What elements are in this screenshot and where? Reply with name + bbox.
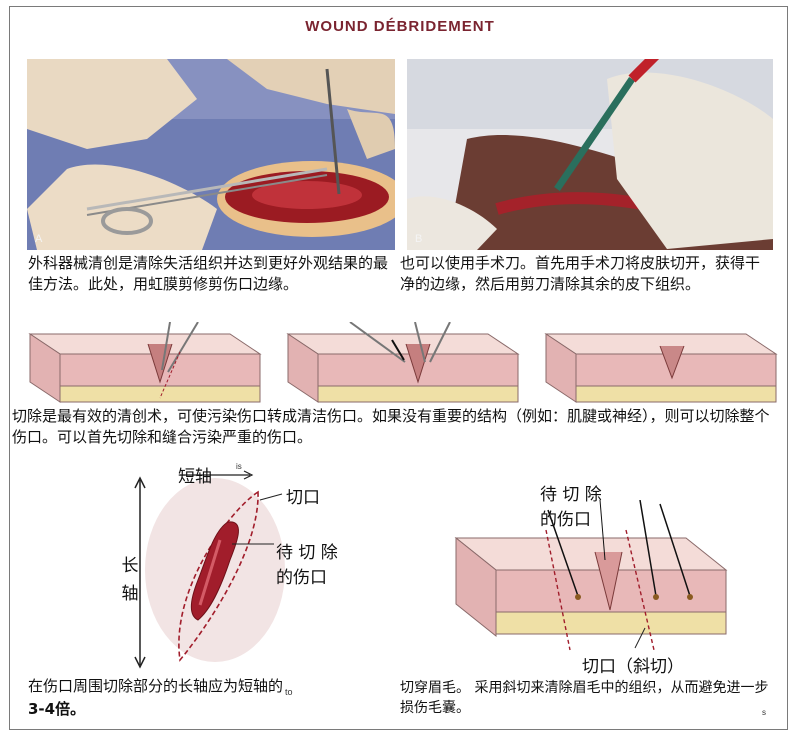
- label-wound-to-excise-2: 的伤口: [276, 568, 327, 588]
- caption-excision: 切除是最有效的清创术，可使污染伤口转成清洁伤口。如果没有重要的结构（例如：肌腱或…: [12, 406, 782, 448]
- photo-b-scalpel: B: [407, 59, 773, 250]
- label-eyebrow-wound-1: 待 切 除: [540, 485, 602, 505]
- excision-sequence-diagram: [28, 322, 778, 403]
- caption-eyebrow: 切穿眉毛。 采用斜切来清除眉毛中的组织，从而避免进一步损伤毛囊。: [400, 680, 769, 716]
- eyebrow-oblique-incision-diagram: [454, 500, 728, 651]
- skin-block-2: [286, 322, 520, 403]
- photo-a-scissors: A: [27, 59, 395, 250]
- label-wound-to-excise-1: 待 切 除: [276, 543, 338, 563]
- label-long-axis-2: 轴: [121, 584, 139, 604]
- caption-axis-ratio-small: to: [285, 687, 293, 697]
- caption-photo-a: 外科器械清创是清除失活组织并达到更好外观结果的最佳方法。此处，用虹膜剪修剪伤口边…: [28, 254, 389, 293]
- ellipse-excision-diagram: [134, 470, 285, 669]
- page-frame: [9, 6, 788, 730]
- caption-photo-b: 也可以使用手术刀。首先用手术刀将皮肤切开，获得干净的边缘，然后用剪刀清除其余的皮…: [400, 254, 761, 293]
- skin-block-3: [544, 333, 778, 403]
- caption-axis-ratio-text: 在伤口周围切除部分的长轴应为短轴的: [28, 677, 284, 695]
- label-eyebrow-wound-2: 的伤口: [540, 510, 591, 530]
- label-long-axis-1: 长: [121, 556, 139, 576]
- label-short-axis-tag: is: [236, 462, 242, 471]
- page-title: WOUND DÉBRIDEMENT: [305, 18, 495, 35]
- caption-axis-ratio-bold: 3-4倍。: [28, 700, 86, 718]
- photo-b-label: B: [415, 233, 423, 245]
- footer-mark: s: [762, 708, 766, 717]
- label-short-axis: 短轴: [178, 467, 212, 487]
- skin-block-1: [28, 322, 262, 403]
- photo-a-label: A: [35, 233, 43, 245]
- label-incision: 切口: [286, 488, 320, 508]
- label-oblique-incision: 切口（斜切）: [582, 657, 684, 677]
